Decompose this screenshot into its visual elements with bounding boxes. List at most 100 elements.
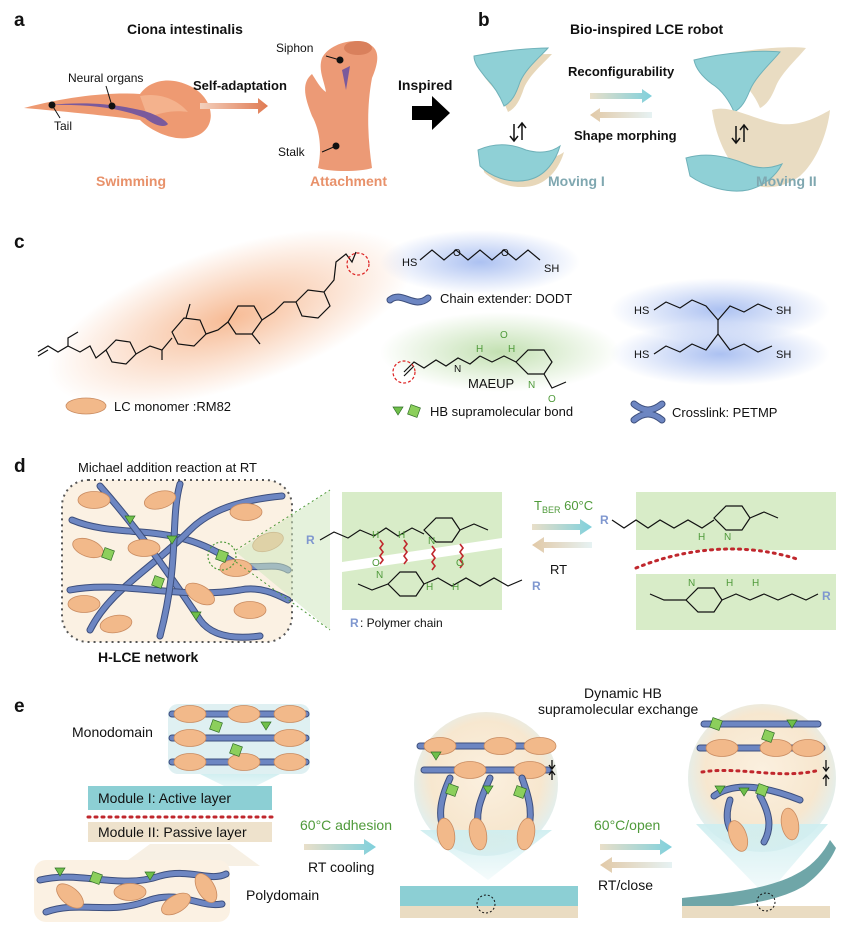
zoom-line-top [235, 489, 331, 551]
svg-text:H: H [372, 530, 379, 541]
network-zoom-cone [236, 490, 330, 630]
svg-text:O: O [501, 248, 509, 259]
rm82-structure [37, 251, 357, 365]
network-zoom-circle [207, 541, 237, 571]
self-adaptation-label: Self-adaptation [193, 78, 287, 93]
svg-text:H: H [476, 344, 483, 355]
adhesion-arrow [304, 839, 376, 855]
right-focus-circle [756, 892, 776, 912]
middle-up-down-arrows [548, 760, 556, 780]
module-1-layer [88, 786, 272, 810]
chain-extender-label: Chain extender: DODT [440, 291, 572, 306]
svg-text:N: N [528, 380, 535, 391]
maeup-structure: N H H N O O [403, 330, 567, 405]
up-down-arrows-1 [509, 121, 527, 143]
svg-text:HS: HS [634, 349, 649, 361]
rm82-acrylate-circle [346, 252, 370, 276]
right-up-down-arrows [822, 760, 830, 786]
svg-text:HS: HS [634, 305, 649, 317]
stalk-label: Stalk [278, 145, 306, 159]
svg-text:N: N [724, 532, 731, 543]
zoom-line-bottom [235, 561, 331, 631]
middle-focus-circle [476, 894, 496, 914]
panel-label-c: c [14, 232, 25, 253]
r-label-left-top: R [306, 533, 315, 547]
monodomain-label: Monodomain [72, 724, 153, 740]
adult-ascidian-illustration [305, 41, 378, 171]
backward-arrow-b [590, 108, 652, 122]
svg-text:O: O [548, 394, 556, 405]
rt-label-d: RT [550, 562, 567, 577]
petmp-glow-top [610, 278, 830, 342]
r-label-legend: R [350, 616, 359, 630]
network-label: H-LCE network [98, 649, 199, 665]
neural-organs-label: Neural organs [68, 71, 143, 85]
rt-close-label: RT/close [598, 877, 653, 893]
inspired-arrow [412, 96, 450, 130]
hb-bond-label: HB supramolecular bond [430, 404, 573, 419]
dodt-structure: HS SH O O [402, 248, 559, 275]
monodomain-cone [200, 774, 280, 794]
svg-text:N: N [428, 536, 435, 547]
svg-text:O: O [453, 248, 461, 259]
inspired-label: Inspired [398, 77, 452, 93]
open-arrow [600, 839, 672, 855]
polymer-chain-label: : Polymer chain [360, 616, 443, 630]
r-label-right-bottom: R [822, 589, 831, 603]
right-bubble-network [696, 717, 826, 855]
reconfigurability-label: Reconfigurability [568, 64, 675, 79]
lc-monomer-label: LC monomer :RM82 [114, 399, 231, 414]
r-label-left-bottom: R [532, 579, 541, 593]
separated-bottom-box [636, 574, 836, 630]
close-arrow [600, 857, 672, 873]
crosslink-icon [630, 400, 666, 424]
tail-label: Tail [54, 119, 72, 133]
right-separation-line [700, 768, 822, 776]
larva-illustration [24, 80, 211, 139]
panel-label-e: e [14, 696, 25, 717]
shape-morphing-label: Shape morphing [574, 128, 677, 143]
svg-text:H: H [698, 532, 705, 543]
hb-legend-icons [392, 404, 421, 418]
svg-text:SH: SH [544, 263, 559, 275]
rt-arrow [532, 537, 592, 553]
svg-text:H: H [426, 582, 433, 593]
dynamic-hb-line2: supramolecular exchange [538, 701, 699, 717]
lce-robot-title: Bio-inspired LCE robot [570, 21, 724, 37]
svg-text:HS: HS [402, 257, 417, 269]
t-ber-arrow [532, 519, 592, 535]
moving-2-label: Moving II [756, 173, 817, 189]
right-zoom-cone [696, 824, 828, 896]
separated-structure: H N H H N [611, 505, 819, 613]
moving-1-label: Moving I [548, 173, 605, 189]
separated-top-box [636, 492, 836, 550]
svg-text:O: O [372, 558, 380, 569]
svg-text:O: O [500, 330, 508, 341]
up-down-arrows-2 [731, 123, 749, 145]
robot-shape-1 [473, 47, 552, 112]
adhesion-label: 60°C adhesion [300, 817, 392, 833]
siphon-label: Siphon [276, 41, 313, 55]
svg-text:H: H [398, 530, 405, 541]
petmp-glow-bottom [610, 322, 830, 386]
r-label-right-top: R [600, 513, 609, 527]
polydomain-label: Polydomain [246, 887, 319, 903]
bent-bilayer-bottom [682, 906, 830, 918]
svg-text:SH: SH [776, 305, 791, 317]
svg-text:O: O [456, 558, 464, 569]
maeup-acrylate-circle [392, 360, 416, 384]
swimming-label: Swimming [96, 173, 166, 189]
network-box [61, 479, 293, 643]
forward-arrow-b [590, 89, 652, 103]
module-2-label: Module II: Passive layer [98, 824, 247, 840]
module-1-label: Module I: Active layer [98, 790, 231, 806]
svg-text:N: N [688, 578, 695, 589]
open-label: 60°C/open [594, 817, 660, 833]
middle-bubble-network [416, 737, 557, 852]
svg-text:H: H [726, 578, 733, 589]
maeup-glow [380, 312, 620, 392]
bent-bilayer-top [682, 840, 836, 910]
separation-dotted-line [634, 547, 802, 570]
polydomain-network [36, 867, 230, 920]
